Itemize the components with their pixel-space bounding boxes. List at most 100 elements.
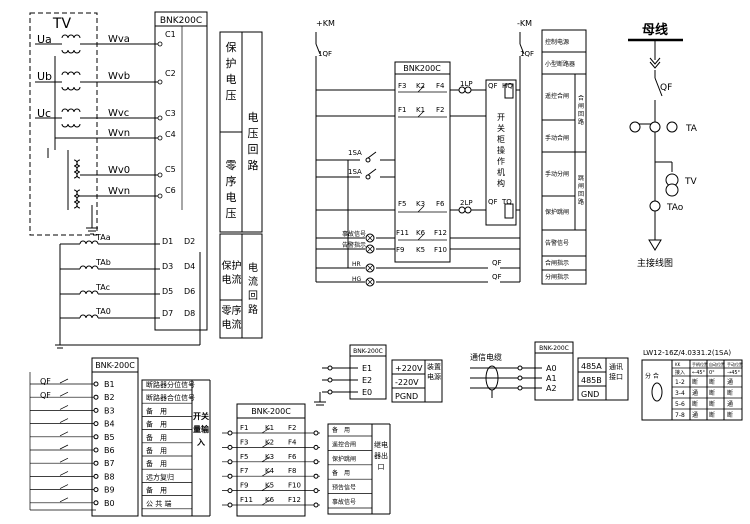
input-device-title: BNK-200C <box>95 361 135 370</box>
tv-coils <box>61 34 81 209</box>
ctrl-k2: K2 <box>416 82 425 90</box>
ctrl-f6: F6 <box>436 200 445 208</box>
power-pgnd: PGND <box>395 392 418 401</box>
hg-lamp-label: HG <box>352 276 362 283</box>
switch-cell-1-3: 断 <box>727 389 733 397</box>
zero-current-label: 零序电流 <box>221 306 242 331</box>
ctrl-f11: F11 <box>396 229 409 237</box>
wire-wva: Wva <box>108 34 130 45</box>
switch-sub-2: 0° <box>709 370 715 376</box>
switch-left-label: 分 合 <box>645 372 659 380</box>
switch-cell-0-1: 断 <box>692 378 698 386</box>
terminal-e0: E0 <box>362 388 372 397</box>
comm-device-box <box>534 341 574 401</box>
ct-taa: TAa <box>95 233 111 242</box>
comm-485a: 485A <box>581 362 602 371</box>
output-f3: F3 <box>240 438 248 446</box>
bus-label: 母线 <box>642 22 668 38</box>
tq-coil: TQ <box>501 198 512 206</box>
output-label-5: 事故信号 <box>332 498 356 506</box>
output-f1: F1 <box>240 424 248 432</box>
sa-switch-1: 1SA <box>348 149 362 157</box>
ctrl-f10: F10 <box>434 246 447 254</box>
control-section: +KM -KM 1QF 1QF BNK200C F3 K2 F4 <box>315 19 587 287</box>
label-trip-loop: 跳闸回路 <box>577 175 584 206</box>
ctrl-f3: F3 <box>398 82 406 90</box>
warn-signal-label: 告警指示 <box>342 241 366 249</box>
output-f4: F4 <box>288 438 297 446</box>
input-terminal-b7: B7 <box>104 459 115 468</box>
fault-signal-label: 事故信号 <box>342 230 366 238</box>
label-control-power: 控制电源 <box>545 38 569 46</box>
output-side-label: 继电器出口 <box>374 441 388 471</box>
hr-lamp-label: HR <box>352 261 361 268</box>
comm-485b: 485B <box>581 376 602 385</box>
minus-km-label: -KM <box>517 19 532 28</box>
lp-2lp: 2LP <box>460 199 473 207</box>
label-open-indicator: 分闸指示 <box>545 273 569 281</box>
input-terminal-b0: B0 <box>104 499 115 508</box>
switch-head-3: 手动位置 <box>727 361 743 367</box>
switch-head-0: KK <box>675 362 681 367</box>
terminal-e1: E1 <box>362 364 372 373</box>
label-alarm-signal: 告警信号 <box>545 239 569 247</box>
switch-head-1: 手柄位置 <box>692 361 708 367</box>
output-label-2: 保护跳闸 <box>332 455 356 463</box>
tv-wiring <box>35 43 160 235</box>
output-f8: F8 <box>288 467 296 475</box>
input-label-1: 断路器合位信号 <box>146 393 195 402</box>
switch-cell-1-1: 通 <box>692 389 698 397</box>
input-label-0: 断路器分位信号 <box>146 380 195 389</box>
input-terminal-b3: B3 <box>104 406 115 415</box>
power-device-box <box>349 344 387 400</box>
input-side-label: 开关量输入 <box>193 412 209 447</box>
output-f5: F5 <box>240 453 248 461</box>
comm-section: 通信电缆 BNK-200C A0 A1 A2 485A 485B GND 通讯接… <box>470 341 629 401</box>
terminal-d5: D5 <box>162 287 173 296</box>
switch-cell-3-2: 断 <box>709 411 715 419</box>
qf-contact-bottom: QF <box>488 198 498 206</box>
wire-wv0: Wv0 <box>108 165 130 176</box>
fuse-1qf-left: 1QF <box>318 50 332 58</box>
zero-voltage-label: 零序电压 <box>225 159 237 220</box>
mechanism-label: 开关柜操作机构 <box>497 113 505 188</box>
comm-side-label: 通讯接口 <box>609 363 623 381</box>
main-tao-label: TAo <box>666 203 684 213</box>
main-wiring: 母线 QF TA TV TAo 主接线图 <box>628 22 698 269</box>
switch-sub-0: 接入 <box>675 369 685 376</box>
protect-current-label: 保护电流 <box>221 261 242 286</box>
switch-cell-3-1: 通 <box>692 411 698 419</box>
wire-wvn: Wvn <box>108 128 130 139</box>
ct-tac: TAc <box>95 283 110 292</box>
switch-head-2: 自动位置 <box>709 361 725 367</box>
output-f10: F10 <box>288 482 301 490</box>
phase-ua: Ua <box>37 33 52 46</box>
voltage-loop-label: 电压回路 <box>247 111 259 172</box>
voltage-section: TV Ua Ub Uc <box>29 11 263 331</box>
output-f9: F9 <box>240 482 248 490</box>
sa-switch-2: 1SA <box>348 168 362 176</box>
output-f6: F6 <box>288 453 297 461</box>
label-close-loop: 合闸回路 <box>577 95 584 126</box>
switch-cell-3-0: 7-8 <box>675 412 685 419</box>
label-protect-trip: 保护跳闸 <box>545 208 569 216</box>
tv-label: TV <box>52 16 72 32</box>
wire-wvb: Wvb <box>108 71 130 82</box>
plus-km-label: +KM <box>316 19 335 28</box>
bnk200c-device-box <box>154 11 208 331</box>
control-right-label-table <box>541 29 587 285</box>
terminal-c6: C6 <box>165 186 176 195</box>
input-terminal-b1: B1 <box>104 380 115 389</box>
input-label-6: 备 用 <box>146 459 167 468</box>
terminal-c1: C1 <box>165 30 176 39</box>
power-section: BNK-200C E1 E2 E0 +220V -220V PGND 装置电源 <box>314 344 443 406</box>
wire-wvn-2: Wvn <box>108 186 130 197</box>
terminal-c2: C2 <box>165 69 176 78</box>
input-qf-2: QF <box>40 391 51 400</box>
input-terminal-b4: B4 <box>104 420 115 429</box>
label-manual-close: 手动合闸 <box>545 134 569 142</box>
ctrl-k1: K1 <box>416 106 425 114</box>
control-device-box <box>394 61 451 263</box>
terminal-d8: D8 <box>184 309 195 318</box>
